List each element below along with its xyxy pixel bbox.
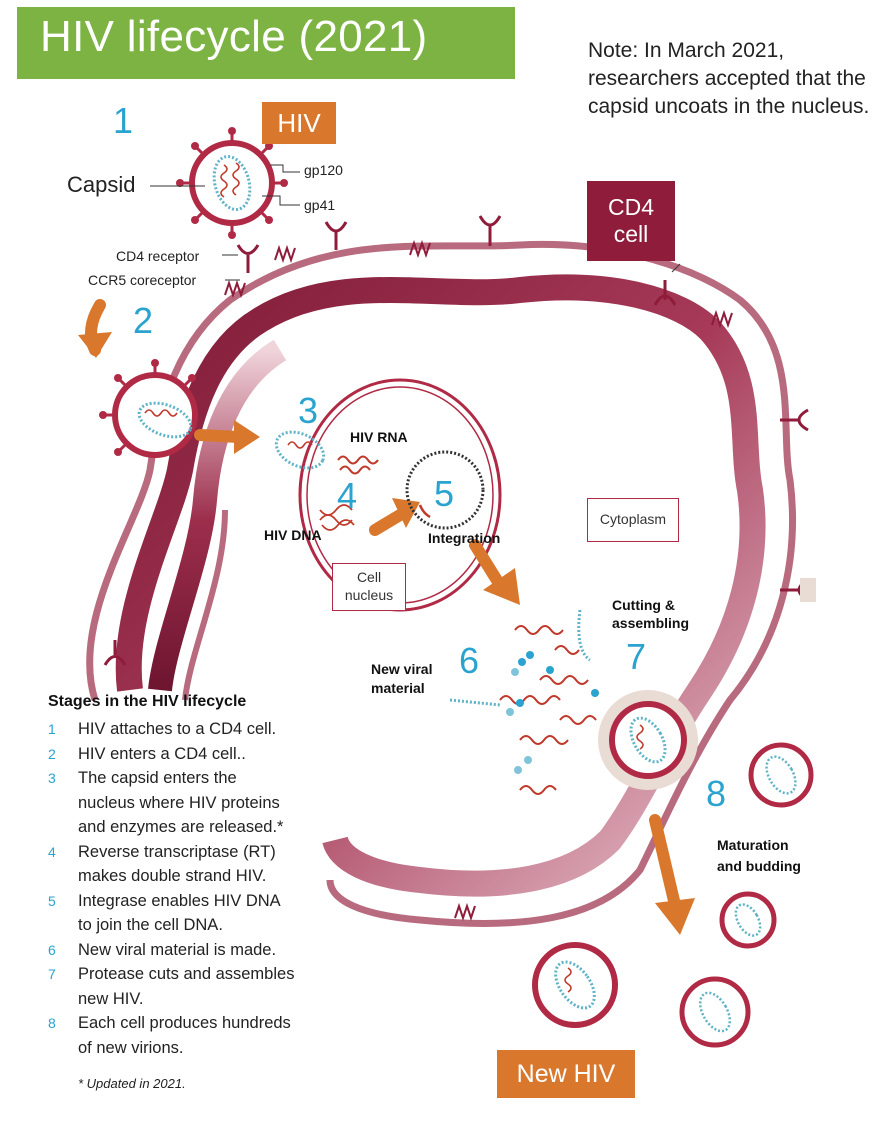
stage-text: Each cell produces hundreds of new virion… — [78, 1011, 291, 1060]
arrow-step3-icon — [194, 429, 244, 443]
cell-membrane-inner — [115, 274, 766, 897]
stage-item: 3 The capsid enters the nucleus where HIV … — [48, 766, 348, 840]
hiv-dna-label: HIV DNA — [264, 527, 322, 543]
stage-text-line: makes double strand HIV. — [78, 867, 267, 885]
stage-number: 1 — [48, 721, 56, 737]
stage-text: Integrase enables HIV DNA to join the cel… — [78, 889, 281, 938]
stage-text-line: to join the cell DNA. — [78, 916, 223, 934]
step-number-6: 6 — [459, 640, 480, 681]
stage-text-line: and enzymes are released.* — [78, 818, 284, 836]
step-number-7: 7 — [626, 636, 647, 677]
title-banner — [17, 7, 515, 79]
cd4-tag-line2: cell — [613, 221, 649, 247]
stage-number: 6 — [48, 941, 56, 958]
arrow-step8-icon — [649, 814, 681, 911]
hiv-dna-icon — [319, 504, 355, 531]
stage-text-line: new HIV. — [78, 989, 144, 1008]
virus-released-icon — [532, 742, 814, 1048]
cytoplasm-box: Cytoplasm — [587, 498, 679, 542]
new-viral-material-icon — [499, 625, 597, 795]
virus-top-icon — [176, 127, 288, 239]
step-number-4: 4 — [337, 475, 358, 516]
gp120-label: gp120 — [304, 162, 343, 178]
step-number-1: 1 — [113, 100, 134, 141]
stage-item: 4 Reverse transcriptase (RT) makes double … — [48, 840, 348, 889]
stages-items: 1 HIV attaches to a CD4 cell. 2 HIV enters … — [48, 717, 348, 1060]
stage-item: 7 Protease cuts and assembles new HIV. — [48, 962, 348, 1011]
note-text: Note: In March 2021, researchers accepte… — [588, 39, 870, 118]
stage-text-line: of new virions. — [78, 1038, 184, 1057]
stage-text-line: Protease cuts and assembles — [78, 965, 295, 983]
cd4-tag-line1: CD4 — [607, 194, 654, 220]
new-hiv-tag: New HIV — [497, 1050, 635, 1098]
stage-item: 8 Each cell produces hundreds of new virio… — [48, 1011, 348, 1060]
stage-text: HIV enters a CD4 cell.. — [78, 742, 246, 767]
virus-entering-icon — [99, 359, 198, 458]
stage-text: The capsid enters the nucleus where HIV p… — [78, 766, 283, 840]
cutting-assembling-label: Cutting & assembling — [612, 597, 690, 631]
new-viral-material-label: New viral material — [371, 661, 433, 696]
cell-dna-ring-icon — [405, 450, 485, 530]
stage-text-line: New viral material is made. — [78, 940, 277, 959]
stage-number: 8 — [48, 1015, 56, 1031]
hiv-rna-label: HIV RNA — [350, 429, 408, 445]
footnote: * Updated in 2021. — [78, 1076, 186, 1091]
stage-number: 2 — [48, 745, 56, 762]
stage-text-line: HIV enters a CD4 cell.. — [78, 744, 246, 763]
stage-item: 5 Integrase enables HIV DNA to join the ce… — [48, 889, 348, 938]
capsid-label: Capsid — [67, 172, 136, 197]
ccr5-coreceptor-icon — [224, 239, 733, 922]
stage-text: Protease cuts and assembles new HIV. — [78, 962, 294, 1011]
stage-number: 4 — [48, 843, 56, 860]
stage-text: HIV attaches to a CD4 cell. — [78, 717, 276, 742]
step-number-3: 3 — [298, 390, 319, 431]
stage-text-line: nucleus where HIV proteins — [78, 793, 280, 812]
stages-list: Stages in the HIV lifecycle 1 HIV attache… — [48, 693, 348, 1060]
ccr5-coreceptor-label: CCR5 coreceptor — [88, 272, 197, 288]
capsid-icon — [274, 430, 326, 470]
hiv-tag: HIV — [262, 102, 336, 144]
stages-title: Stages in the HIV lifecycle — [48, 693, 247, 710]
arrow-step5-icon — [469, 539, 504, 588]
stage-item: 1 HIV attaches to a CD4 cell. — [48, 717, 348, 742]
step-number-5: 5 — [434, 473, 455, 514]
integration-label: Integration — [428, 530, 501, 546]
stage-item: 2 HIV enters a CD4 cell.. — [48, 742, 348, 767]
stage-text: New viral material is made. — [78, 938, 276, 963]
hiv-rna-icon — [337, 455, 379, 475]
stage-number: 7 — [48, 966, 56, 982]
page-title: HIV lifecycle (2021) — [40, 12, 428, 61]
step-number-8: 8 — [706, 773, 727, 814]
stage-item: 6 New viral material is made. — [48, 938, 348, 963]
stage-number: 3 — [48, 770, 56, 786]
stage-text-line: HIV attaches to a CD4 cell. — [78, 720, 277, 738]
stage-text-line: Integrase enables HIV DNA — [78, 891, 281, 910]
arrow-step4-icon — [369, 509, 406, 536]
stage-text-line: Reverse transcriptase (RT) — [78, 842, 276, 861]
stage-text: Reverse transcriptase (RT) makes double s… — [78, 840, 276, 889]
cd4-cell-tag: CD4 cell — [587, 181, 675, 261]
stage-text-line: Each cell produces hundreds — [78, 1014, 291, 1032]
stage-number: 5 — [48, 892, 56, 909]
gp41-label: gp41 — [304, 197, 336, 213]
maturation-budding-label: Maturation and budding — [717, 837, 801, 874]
step-number-2: 2 — [133, 300, 154, 341]
virus-assembling-icon — [609, 701, 687, 779]
cell-nucleus-box: Cell nucleus — [332, 563, 406, 611]
stage-text-line: The capsid enters the — [78, 769, 237, 787]
cd4-receptor-label: CD4 receptor — [116, 248, 200, 264]
